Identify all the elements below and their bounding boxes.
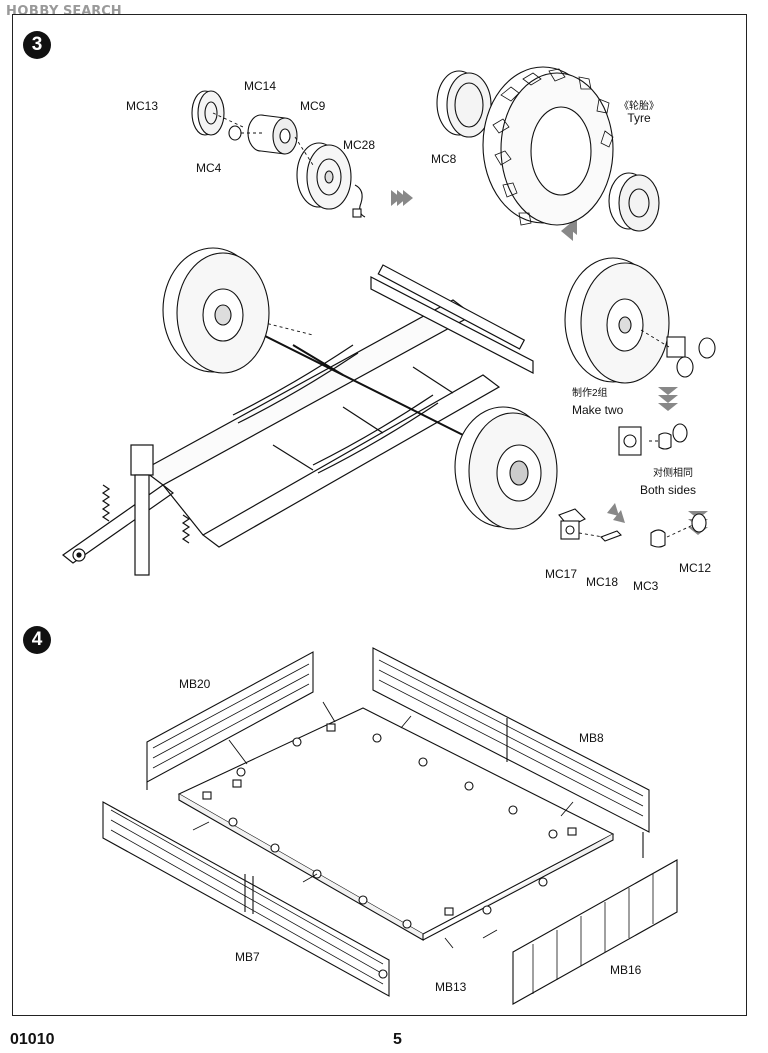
right-front-wheel (454, 406, 558, 530)
step-3-panel: 3 (12, 14, 747, 614)
label-mc14: MC14 (244, 79, 277, 93)
hub-cap-part (191, 90, 225, 136)
label-both-sides-cn: 对侧相同 (653, 468, 693, 479)
label-mc12: MC12 (679, 561, 712, 575)
direction-arrow-up-1 (658, 387, 678, 411)
right-wheel-exploded (564, 257, 670, 384)
label-mb13: MB13 (435, 980, 467, 994)
left-rear-wheel (162, 247, 270, 374)
page-number: 5 (393, 1031, 402, 1048)
mc18-pin (600, 530, 622, 542)
step-3-drawing (61, 66, 716, 576)
side-panel-mb7 (102, 801, 390, 997)
label-mb20: MB20 (179, 677, 211, 691)
label-mb8: MB8 (579, 731, 604, 745)
assembly-arrows (192, 701, 574, 949)
label-mc4: MC4 (196, 161, 222, 175)
mc17-bracket (558, 508, 586, 540)
label-mc8: MC8 (431, 152, 457, 166)
mc3-part (650, 529, 666, 548)
label-mb16: MB16 (610, 963, 642, 977)
label-mc3: MC3 (633, 579, 659, 593)
product-code: 01010 (10, 1031, 55, 1048)
label-tyre-en: Tyre (627, 111, 651, 125)
label-mc13: MC13 (126, 99, 159, 113)
hub-assembly-part (666, 336, 716, 378)
floor-panel-mb13 (177, 707, 615, 941)
label-mb7: MB7 (235, 950, 260, 964)
step-3-badge: 3 (23, 31, 51, 59)
direction-arrow-3 (607, 503, 625, 523)
label-mc28: MC28 (343, 138, 376, 152)
rim-mc8 (436, 70, 492, 138)
label-mc9: MC9 (300, 99, 326, 113)
step-4-drawing (102, 647, 678, 1005)
label-mc18: MC18 (586, 575, 619, 589)
label-make-two-en: Make two (572, 403, 624, 417)
label-make-two-cn: 制作2组 (572, 388, 608, 399)
mount-bracket-part (618, 423, 688, 456)
label-mc17: MC17 (545, 567, 578, 581)
step-4-panel: 4 (12, 612, 747, 1016)
direction-arrow-1 (391, 190, 413, 206)
wheel-rim-mc9 (296, 142, 352, 210)
assembled-rim (608, 172, 660, 232)
tailgate-mb16 (512, 859, 678, 1005)
label-tyre-cn: 《轮胎》 (619, 101, 659, 112)
small-washer-part (228, 125, 242, 141)
brake-drum-part (247, 114, 298, 155)
mc12-cap (691, 513, 707, 533)
side-panel-mb8 (372, 647, 650, 858)
tyre (482, 66, 614, 226)
side-panel-mb20 (146, 651, 314, 790)
chassis-frame (61, 264, 534, 576)
step-4-badge: 4 (23, 626, 51, 654)
direction-arrow-2 (561, 219, 577, 241)
label-both-sides-en: Both sides (640, 483, 697, 497)
